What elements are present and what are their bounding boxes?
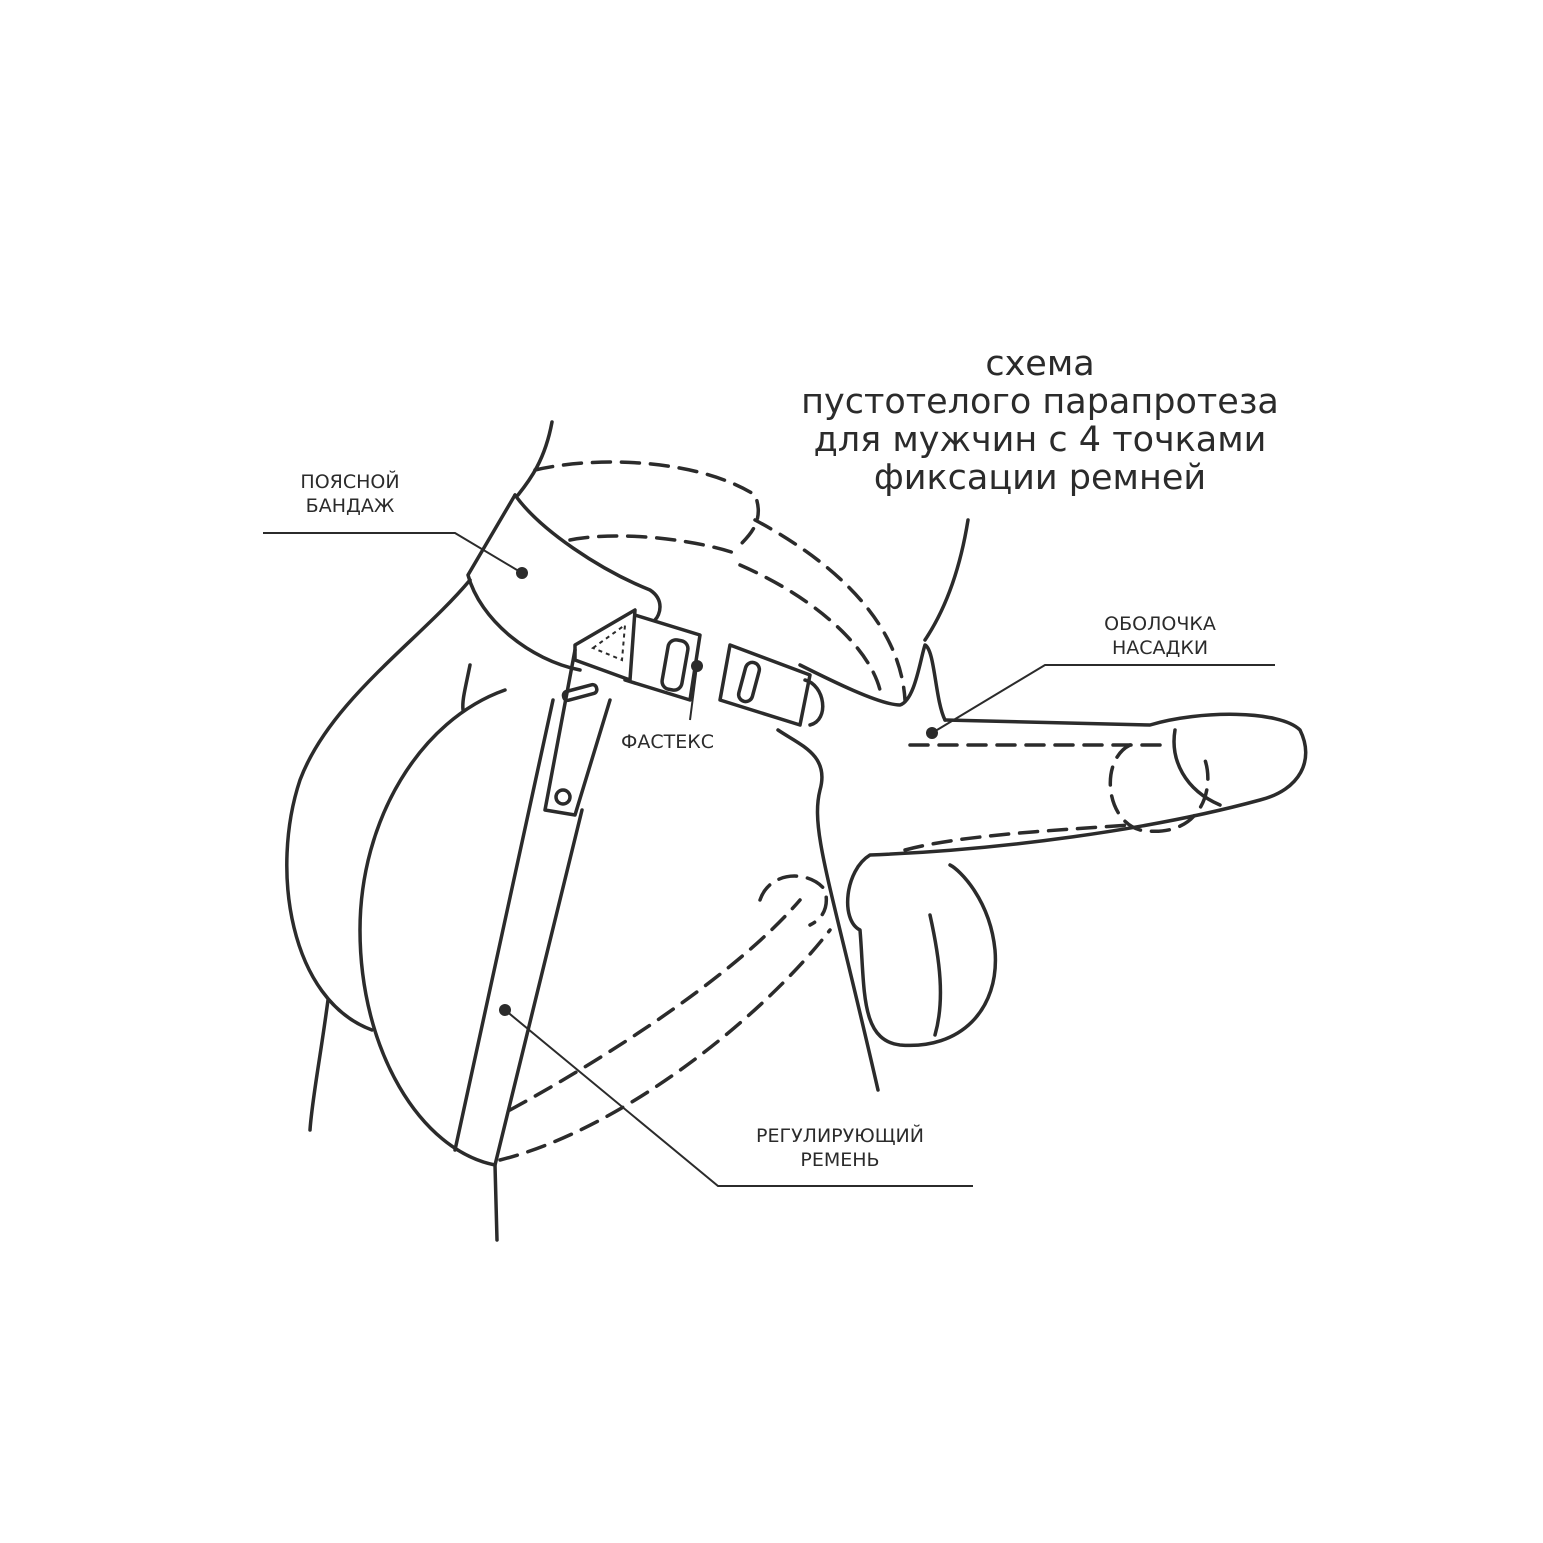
label-line: БАНДАЖ — [305, 495, 395, 517]
label-line: РЕМЕНЬ — [800, 1149, 880, 1171]
label-line: ПОЯСНОЙ — [300, 471, 400, 493]
marker-dot — [926, 727, 938, 739]
adjusting-strap — [453, 648, 832, 1167]
body-outline — [285, 420, 970, 1242]
marker-dot — [499, 1004, 511, 1016]
label-shell: ОБОЛОЧКА НАСАДКИ — [1075, 612, 1245, 660]
diagram-title: схема пустотелого парапротеза для мужчин… — [700, 345, 1380, 497]
marker-dot — [691, 660, 703, 672]
title-line: схема — [985, 344, 1095, 384]
title-line: фиксации ремней — [873, 458, 1207, 498]
title-line: для мужчин с 4 точками — [813, 420, 1267, 460]
label-fastex: ФАСТЕКС — [621, 731, 714, 753]
waist-belt — [466, 460, 947, 722]
marker-dot — [516, 567, 528, 579]
label-line: ОБОЛОЧКА — [1104, 613, 1216, 635]
label-line: РЕГУЛИРУЮЩИЙ — [756, 1125, 924, 1147]
label-waist-belt: ПОЯСНОЙ БАНДАЖ — [270, 470, 430, 518]
label-strap: РЕГУЛИРУЮЩИЙ РЕМЕНЬ — [725, 1124, 955, 1172]
title-line: пустотелого парапротеза — [801, 382, 1279, 422]
leader-lines — [263, 532, 1275, 1187]
attachment-shell — [846, 712, 1308, 1048]
label-line: НАСАДКИ — [1111, 637, 1209, 659]
